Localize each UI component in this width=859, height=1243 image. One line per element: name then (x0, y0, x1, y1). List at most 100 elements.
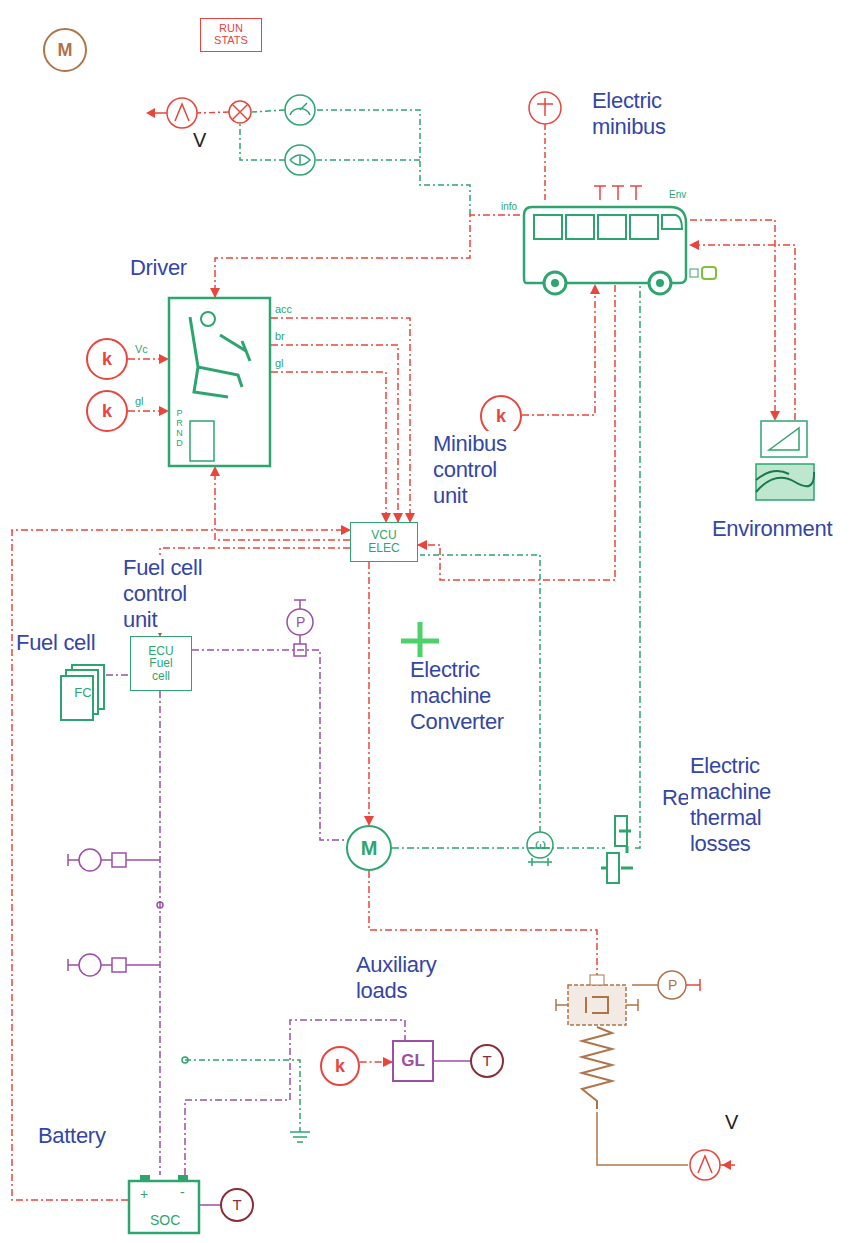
node-label: k (102, 402, 112, 421)
component-heading: Auxiliary loads (354, 952, 462, 1004)
display-symbol (690, 1150, 720, 1180)
thermal-block: Electric machine thermal losses (562, 975, 632, 1110)
sensor-stem (294, 600, 306, 650)
component-heading: Electric machine thermal losses (688, 753, 796, 857)
bus-symbol (520, 205, 690, 285)
connector (215, 215, 520, 297)
cursor-cross (401, 622, 439, 660)
reducer-block: Reducer (605, 815, 635, 885)
node-body: T (472, 1046, 502, 1076)
connector (418, 285, 615, 580)
node-label: M (58, 41, 73, 60)
bus-block: Electric minibus (520, 205, 690, 285)
node-label: T (482, 1053, 491, 1069)
gauge-needle (290, 103, 310, 115)
connector (360, 1061, 392, 1063)
output-arrow (722, 1160, 731, 1170)
connector (128, 358, 168, 360)
node-label: FC (74, 686, 91, 700)
parameter-source (529, 92, 561, 124)
signal-label: P (295, 615, 306, 629)
signal-label: P R N D (174, 408, 185, 448)
component-box: Auxiliary loadsGL (392, 1040, 434, 1082)
sensor-wire (68, 959, 160, 971)
display-glyph (175, 104, 189, 121)
node-label: M (361, 838, 378, 859)
connector (12, 530, 350, 1200)
component-box: RUN STATS (200, 18, 262, 52)
component-heading: Fuel cell (14, 630, 108, 656)
connector (434, 1060, 470, 1062)
connector (522, 285, 595, 415)
signal-label: V (724, 1112, 739, 1132)
sensor-wire (68, 854, 160, 866)
reducer-symbol (605, 815, 635, 885)
signal-label: info (500, 202, 518, 212)
node-label: - (180, 1185, 185, 1199)
display-symbol (167, 98, 197, 128)
circle-block: M (43, 28, 87, 72)
node-body: ECU Fuel cell (131, 637, 191, 690)
connector (690, 220, 775, 420)
node-body: VCU ELEC (351, 523, 417, 561)
node-label: VCU ELEC (364, 529, 404, 554)
circle-block: Electric machine ConverterM (346, 825, 392, 871)
circle-block: k (320, 1046, 360, 1086)
node-label: GL (401, 1052, 425, 1070)
circle-block: k (86, 390, 128, 432)
thermal-pressure-sensor (658, 971, 686, 999)
component-heading: Electric minibus (590, 88, 698, 140)
connector (106, 674, 130, 676)
node-body: k (482, 397, 520, 435)
env-block: Environment (755, 420, 815, 500)
source-glyph (537, 98, 553, 116)
component-box: Fuel cell control unitECU Fuel cell (130, 636, 192, 691)
component-heading: Environment (710, 516, 846, 542)
node-body: GL (394, 1042, 432, 1080)
signal-label: ω (534, 837, 547, 851)
node-label: + (140, 1187, 148, 1201)
ground-wire (185, 1060, 300, 1132)
node-body: M (45, 30, 85, 70)
connector (215, 467, 350, 540)
circle-block: T (470, 1044, 504, 1078)
battery-block: Battery+-SOC (128, 1175, 200, 1235)
node-label: RUN STATS (201, 23, 261, 46)
node-body: T (222, 1190, 252, 1220)
summing-cross (232, 104, 248, 120)
component-heading: Fuel cell control unit (121, 555, 221, 633)
distance-sensor (285, 145, 315, 175)
sensor-wire (632, 984, 658, 986)
component-heading: Driver (128, 255, 212, 281)
thermal-symbol (562, 975, 632, 1110)
connector (185, 1020, 405, 1175)
component-heading: Minibus control unit (431, 431, 529, 509)
connector (271, 372, 386, 522)
signal-wire (240, 124, 285, 160)
signal-wire (252, 110, 285, 112)
node-body: k (88, 392, 126, 430)
fc-block: Fuel cellFC (60, 664, 106, 722)
signal-label: V (192, 130, 207, 150)
sensor-eye (290, 155, 310, 165)
signal-wire (544, 124, 546, 203)
output-arrow (146, 108, 155, 118)
connector (368, 562, 370, 825)
connector (192, 650, 347, 840)
sensor-tap (112, 958, 126, 972)
node-label: ECU Fuel cell (139, 645, 183, 683)
display-glyph (698, 1156, 712, 1173)
signal-label: br (274, 331, 286, 342)
pressure-sensor (287, 609, 313, 635)
sensor-output (686, 979, 700, 991)
connector (200, 1204, 220, 1206)
connector (128, 410, 168, 412)
signal-wire (197, 112, 229, 113)
current-sensor (79, 849, 101, 871)
connector (271, 345, 398, 522)
node-label: SOC (150, 1213, 180, 1227)
node-label: k (102, 350, 112, 369)
component-heading: Battery (36, 1123, 126, 1149)
signal-label: gl (134, 396, 145, 407)
thermal-wire (597, 1112, 688, 1165)
